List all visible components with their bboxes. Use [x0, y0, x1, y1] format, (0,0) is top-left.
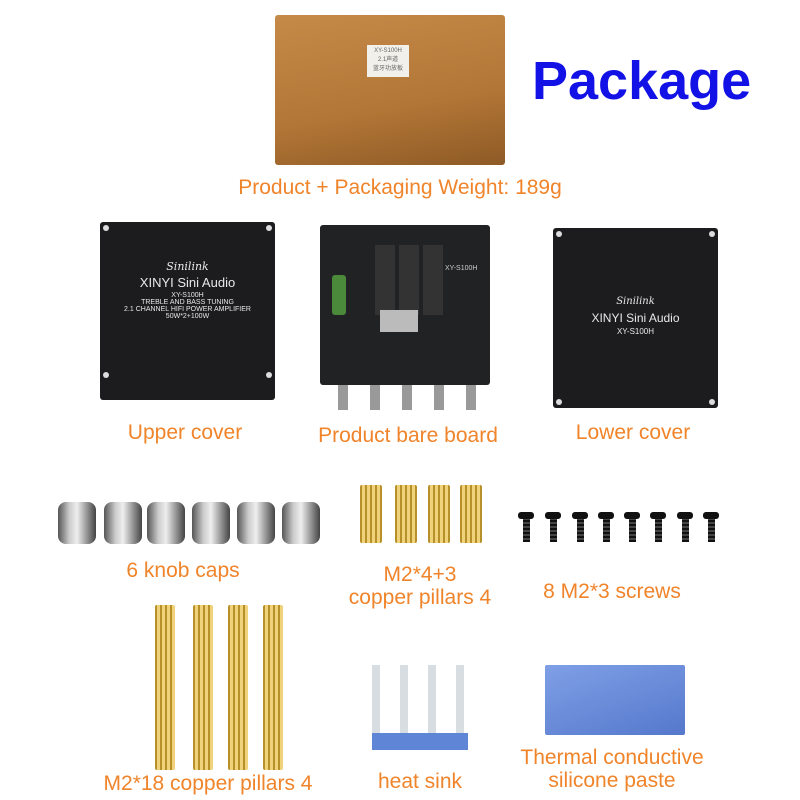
heat-sink [372, 665, 468, 750]
knob-cap [58, 502, 96, 544]
board-model: XY-S100H [445, 265, 478, 272]
screw [650, 512, 666, 542]
sticker-text: 2.1声道 [377, 57, 399, 63]
knobs-label: 6 knob caps [126, 559, 240, 582]
knob-cap [104, 502, 142, 544]
model-text: XY-S100H [171, 292, 204, 299]
spec-text: TREBLE AND BASS TUNING [141, 299, 234, 306]
brand-logo: Sinilink [616, 296, 655, 307]
short-pillar [360, 485, 382, 543]
short-pillars-label: M2*4+3 copper pillars 4 [349, 563, 491, 609]
screw [572, 512, 588, 542]
paste-label-line1: Thermal conductive [520, 746, 704, 769]
long-pillar [193, 605, 213, 770]
long-pillars-label: M2*18 copper pillars 4 [103, 772, 313, 795]
short-pillar [460, 485, 482, 543]
screws-label: 8 M2*3 screws [543, 580, 681, 603]
model-text: XY-S100H [616, 327, 655, 336]
upper-cover-label: Upper cover [127, 421, 243, 444]
long-pillar [228, 605, 248, 770]
package-box: XY-S100H 2.1声道 蓝牙功放板 [275, 15, 505, 165]
short-pillars-label-line1: M2*4+3 [383, 563, 457, 586]
screw [677, 512, 693, 542]
lower-cover: Sinilink XINYI Sini Audio XY-S100H [553, 228, 718, 408]
screw [598, 512, 614, 542]
brand-logo: Sinilink [166, 260, 209, 273]
paste-label: Thermal conductive silicone paste [520, 746, 703, 792]
screw [545, 512, 561, 542]
bare-board: XY-S100H [320, 225, 490, 385]
screw [624, 512, 640, 542]
long-pillar [263, 605, 283, 770]
sticker-text: XY-S100H [374, 48, 402, 54]
box-sticker: XY-S100H 2.1声道 蓝牙功放板 [367, 45, 409, 77]
knob-cap [237, 502, 275, 544]
page-title: Package [532, 51, 752, 111]
screw [518, 512, 534, 542]
board-knobs [330, 385, 480, 410]
sticker-text: 蓝牙功放板 [372, 66, 403, 72]
weight-text: Product + Packaging Weight: 189g [238, 176, 562, 199]
lower-cover-label: Lower cover [575, 421, 691, 444]
short-pillar [428, 485, 450, 543]
bare-board-label: Product bare board [318, 424, 498, 447]
short-pillars-label-line2: copper pillars 4 [348, 586, 492, 609]
knob-cap [147, 502, 185, 544]
screw [703, 512, 719, 542]
knob-cap [192, 502, 230, 544]
knob-cap [282, 502, 320, 544]
short-pillar [395, 485, 417, 543]
silicone-paste [545, 665, 685, 735]
product-name: XINYI Sini Audio [591, 311, 680, 325]
product-name: XINYI Sini Audio [139, 275, 236, 290]
spec-text: 50W*2+100W [165, 313, 210, 320]
heat-sink-label: heat sink [377, 770, 463, 793]
long-pillar [155, 605, 175, 770]
upper-cover: Sinilink XINYI Sini Audio XY-S100H TREBL… [100, 222, 275, 400]
spec-text: 2.1 CHANNEL HIFI POWER AMPLIFIER [124, 306, 251, 313]
paste-label-line2: silicone paste [548, 769, 676, 792]
